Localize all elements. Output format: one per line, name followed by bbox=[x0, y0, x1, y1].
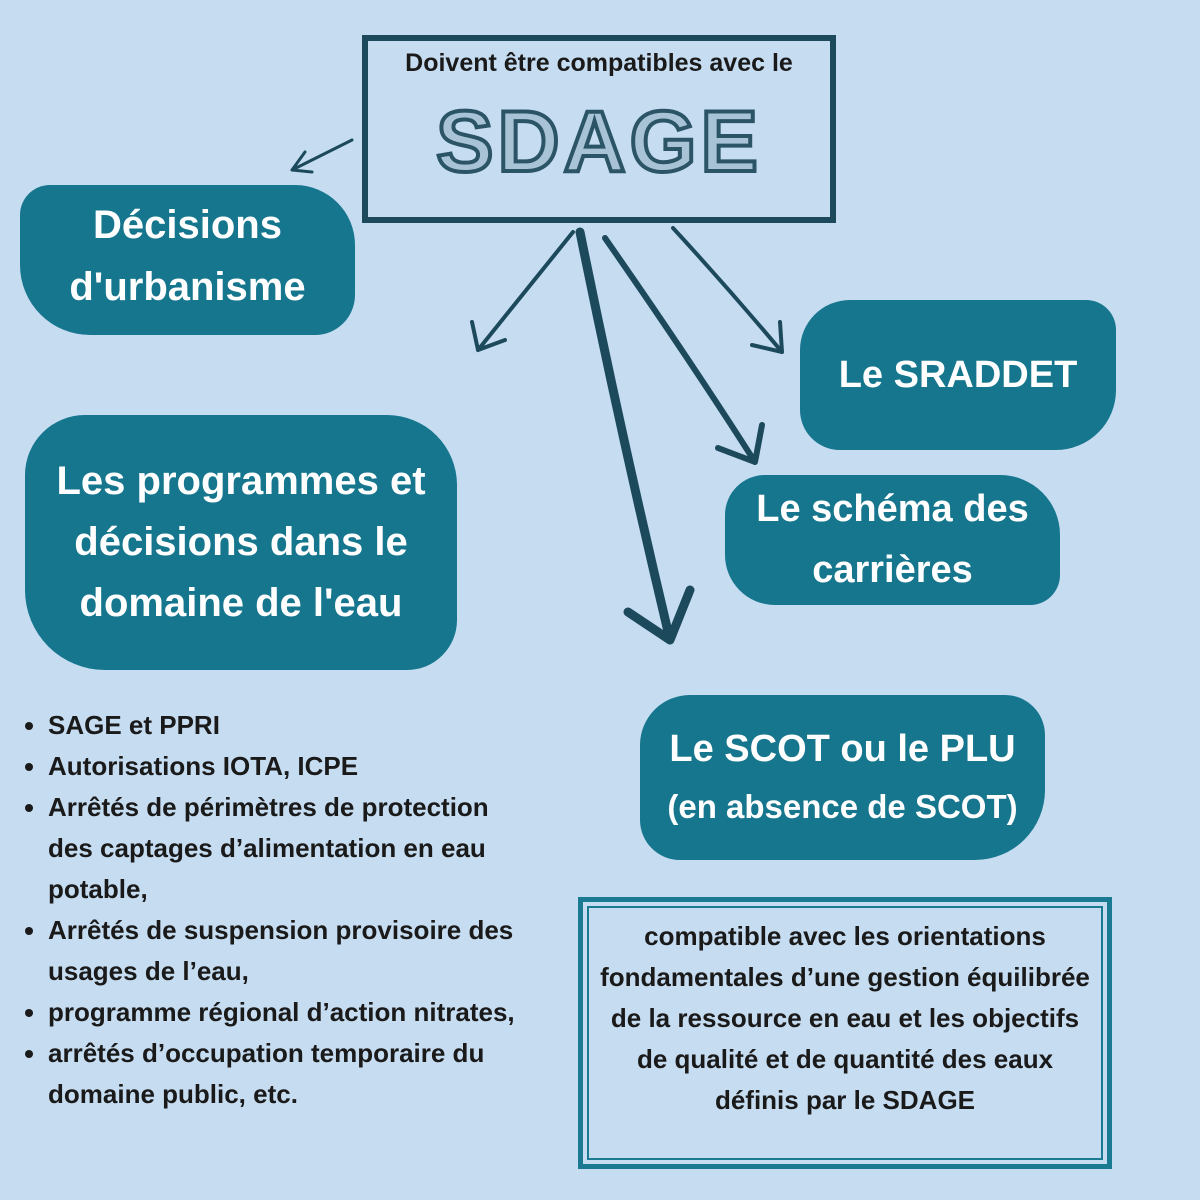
blob-text: carrières bbox=[812, 549, 973, 591]
blob-text: Le schéma des bbox=[756, 488, 1029, 530]
blob-text: Le SCOT ou le PLU bbox=[669, 727, 1016, 770]
blob-text: Les programmes et bbox=[56, 459, 426, 503]
blob-carrieres: Le schéma des carrières bbox=[725, 475, 1060, 605]
list-item: Arrêtés de suspension provisoire des usa… bbox=[48, 910, 528, 992]
blob-text: Le SRADDET bbox=[838, 353, 1078, 396]
list-item: SAGE et PPRI bbox=[48, 705, 528, 746]
blob-programmes: Les programmes et décisions dans le doma… bbox=[25, 415, 457, 670]
blob-text: d'urbanisme bbox=[69, 265, 306, 309]
blob-text: domaine de l'eau bbox=[79, 581, 403, 625]
blob-sraddet: Le SRADDET bbox=[800, 300, 1116, 450]
arrow-to-sraddet bbox=[671, 226, 784, 354]
arrow-to-scot bbox=[575, 227, 695, 645]
compatibility-note: compatible avec les orientations fondame… bbox=[600, 921, 1090, 1115]
list-item: programme régional d’action nitrates, bbox=[48, 992, 528, 1033]
blob-scot: Le SCOT ou le PLU (en absence de SCOT) bbox=[640, 695, 1045, 860]
blob-text: (en absence de SCOT) bbox=[667, 787, 1018, 825]
arrow-to-carrieres bbox=[602, 235, 765, 465]
bullet-list: SAGE et PPRI Autorisations IOTA, ICPE Ar… bbox=[22, 705, 528, 1115]
sdage-header-box: Doivent être compatibles avec le SDAGE bbox=[362, 35, 836, 223]
header-title: SDAGE bbox=[434, 92, 762, 192]
list-item: Arrêtés de périmètres de protection des … bbox=[48, 787, 528, 910]
compatibility-note-box: compatible avec les orientations fondame… bbox=[578, 897, 1112, 1169]
list-item: Autorisations IOTA, ICPE bbox=[48, 746, 528, 787]
blob-text: Décisions bbox=[93, 203, 282, 247]
header-subtitle: Doivent être compatibles avec le bbox=[405, 49, 793, 77]
list-item: arrêtés d’occupation temporaire du domai… bbox=[48, 1033, 528, 1115]
arrow-to-urbanisme bbox=[290, 138, 354, 174]
blob-urbanisme: Décisions d'urbanisme bbox=[20, 185, 355, 335]
arrow-to-programmes bbox=[470, 230, 575, 352]
blob-text: décisions dans le bbox=[74, 520, 408, 564]
